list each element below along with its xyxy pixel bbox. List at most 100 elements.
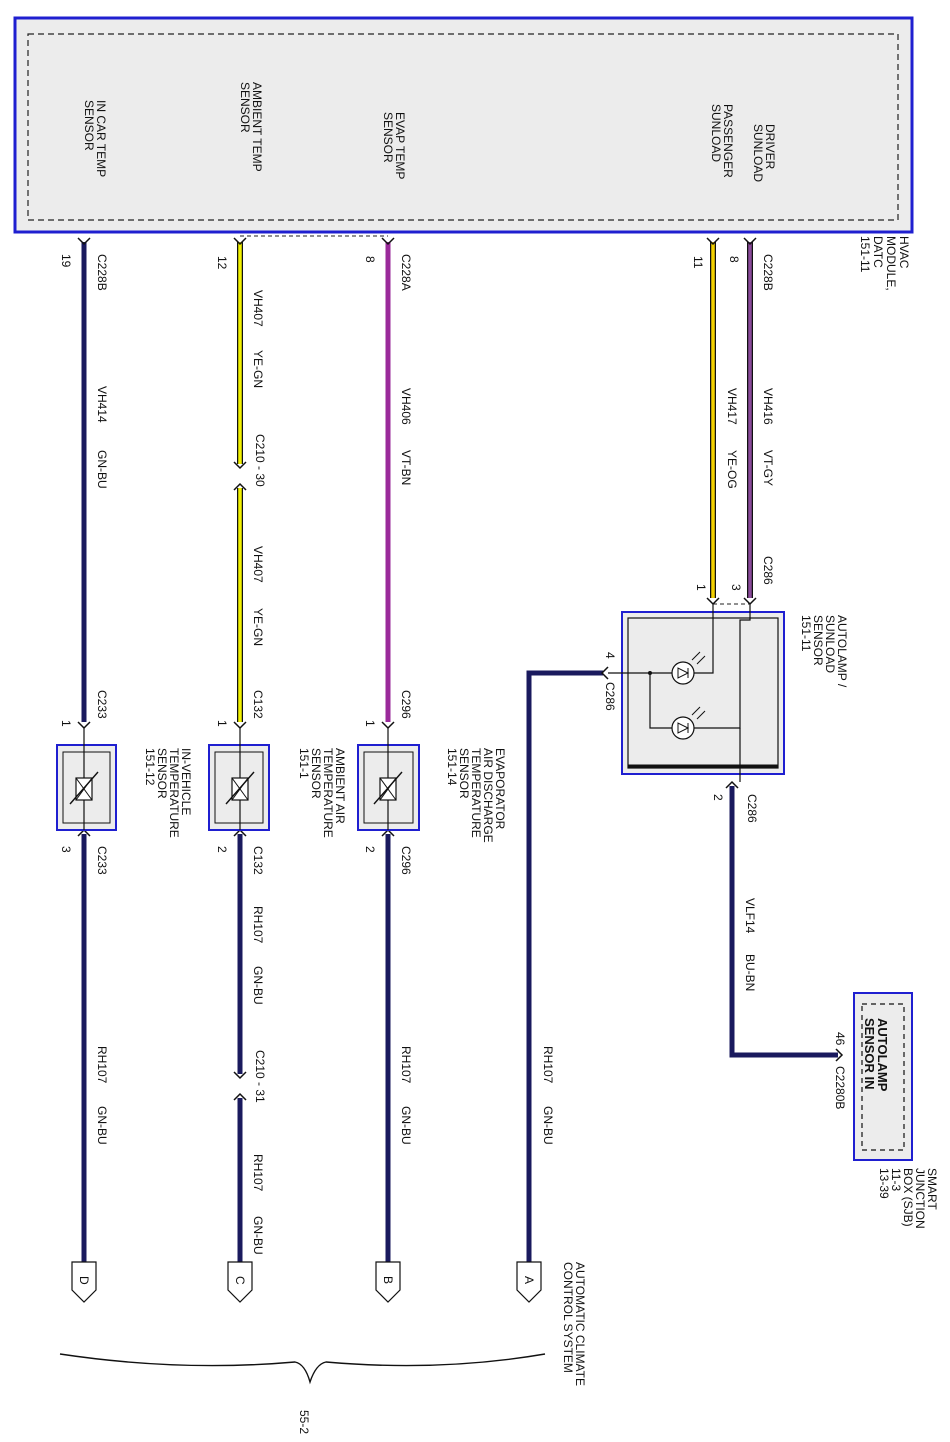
autolamp-sunload-sensor	[608, 604, 785, 782]
svg-text:19: 19	[59, 254, 73, 268]
svg-text:C228B: C228B	[95, 254, 109, 291]
flag-b: B	[375, 1261, 401, 1303]
svg-text:4: 4	[603, 652, 617, 659]
sjb-name-5: 13-39	[877, 1168, 891, 1199]
evaporator-sensor-label: EVAPORATOR AIR DISCHARGE TEMPERATURE SEN…	[445, 748, 507, 843]
svg-text:TEMPERATURE: TEMPERATURE	[167, 748, 181, 838]
svg-text:VT-BN: VT-BN	[399, 450, 413, 485]
connector-chevrons	[77, 237, 844, 1101]
ambient-air-temp-sensor	[208, 728, 270, 831]
brace	[59, 1353, 546, 1385]
svg-text:151-12: 151-12	[143, 748, 157, 786]
svg-text:RH107: RH107	[95, 1046, 109, 1084]
svg-text:GN-BU: GN-BU	[399, 1106, 413, 1145]
svg-text:D: D	[77, 1276, 91, 1285]
svg-text:SUNLOAD: SUNLOAD	[823, 615, 837, 673]
sjb-pin-label-2: SENSOR IN	[862, 1018, 877, 1090]
sjb-pin-label-1: AUTOLAMP	[875, 1018, 890, 1092]
svg-text:VH417: VH417	[725, 388, 739, 425]
sjb-name-4: 11-3	[889, 1168, 903, 1191]
svg-text:RH107: RH107	[251, 906, 265, 944]
svg-text:C132: C132	[251, 690, 265, 719]
sjb-name-3: BOX (SJB)	[901, 1168, 915, 1227]
svg-text:VH414: VH414	[95, 386, 109, 423]
svg-text:SENSOR: SENSOR	[309, 748, 323, 799]
svg-text:RH107: RH107	[251, 1154, 265, 1192]
pin-label-ambient-2: SENSOR	[238, 82, 252, 133]
pin-label-passenger-1: PASSENGER	[721, 104, 735, 178]
svg-text:C228B: C228B	[761, 254, 775, 291]
flag-a: A	[516, 1261, 542, 1303]
hvac-name-1: HVAC	[897, 236, 911, 269]
pin-label-driver-1: DRIVER	[763, 124, 777, 170]
svg-text:GN-BU: GN-BU	[95, 450, 109, 489]
flag-c: C	[227, 1261, 253, 1303]
svg-text:3: 3	[59, 846, 73, 853]
svg-text:C296: C296	[399, 846, 413, 875]
svg-text:C2280B: C2280B	[833, 1066, 847, 1109]
svg-text:C233: C233	[95, 690, 109, 719]
photodiode-icon	[671, 716, 695, 740]
svg-text:C: C	[233, 1276, 247, 1285]
svg-text:YE-GN: YE-GN	[251, 608, 265, 646]
evaporator-temp-sensor	[357, 728, 420, 831]
svg-text:2: 2	[215, 846, 229, 853]
pin-label-ambient-1: AMBIENT TEMP	[250, 82, 264, 172]
pin-label-passenger-2: SUNLOAD	[709, 104, 723, 162]
system-label: AUTOMATIC CLIMATE CONTROL SYSTEM	[561, 1262, 587, 1386]
svg-text:YE-GN: YE-GN	[251, 350, 265, 388]
smart-junction-box: AUTOLAMP SENSOR IN SMART JUNCTION BOX (S…	[853, 992, 939, 1229]
svg-text:AMBIENT AIR: AMBIENT AIR	[333, 748, 347, 824]
svg-text:GN-BU: GN-BU	[251, 1216, 265, 1255]
svg-text:GN-BU: GN-BU	[541, 1106, 555, 1145]
svg-text:2: 2	[711, 794, 725, 801]
svg-text:1: 1	[59, 720, 73, 727]
photodiode-icon	[671, 661, 695, 685]
svg-text:VLF14: VLF14	[743, 898, 757, 934]
wire-rh107-a	[526, 670, 603, 1262]
svg-text:151-11: 151-11	[799, 615, 813, 652]
page-ref: 55-2	[297, 1410, 311, 1434]
svg-text:VH407: VH407	[251, 290, 265, 327]
svg-text:VH407: VH407	[251, 546, 265, 583]
hvac-name-2: MODULE,	[884, 236, 898, 291]
svg-text:12: 12	[215, 256, 229, 270]
svg-text:IN-VEHICLE: IN-VEHICLE	[179, 748, 193, 815]
svg-text:151-1: 151-1	[297, 748, 311, 779]
autolamp-sensor-label: AUTOLAMP / SUNLOAD SENSOR 151-11	[799, 615, 849, 688]
svg-text:VH406: VH406	[399, 388, 413, 425]
svg-text:46: 46	[833, 1032, 847, 1046]
wire-labels: VH414 GN-BU VH407 YE-GN VH407 YE-GN VH40…	[95, 290, 775, 1255]
svg-text:C296: C296	[399, 690, 413, 719]
svg-text:AUTOLAMP /: AUTOLAMP /	[835, 615, 849, 688]
svg-text:BU-BN: BU-BN	[743, 954, 757, 991]
sjb-name-1: SMART	[925, 1168, 939, 1210]
svg-text:TEMPERATURE: TEMPERATURE	[321, 748, 335, 838]
svg-text:C233: C233	[95, 846, 109, 875]
pin-label-in-car-2: SENSOR	[82, 100, 96, 151]
sjb-name-2: JUNCTION	[913, 1168, 927, 1229]
svg-text:1: 1	[363, 720, 377, 727]
pin-label-driver-2: SUNLOAD	[751, 124, 765, 182]
svg-text:GN-BU: GN-BU	[251, 966, 265, 1005]
flag-d: D	[71, 1261, 97, 1303]
svg-text:C132: C132	[251, 846, 265, 875]
pin-label-in-car-1: IN CAR TEMP	[94, 100, 108, 177]
in-vehicle-temp-sensor	[56, 728, 117, 831]
svg-text:C210 - 31: C210 - 31	[253, 1050, 267, 1103]
svg-text:11: 11	[691, 256, 705, 269]
svg-text:C228A: C228A	[399, 254, 413, 291]
svg-text:GN-BU: GN-BU	[95, 1106, 109, 1145]
hvac-module: HVAC MODULE, DATC 151-11 IN CAR TEMP SEN…	[13, 16, 914, 291]
svg-text:SENSOR: SENSOR	[155, 748, 169, 799]
svg-text:A: A	[522, 1276, 536, 1284]
svg-text:VH416: VH416	[761, 388, 775, 425]
hvac-page: 151-11	[858, 236, 872, 273]
svg-text:C286: C286	[603, 682, 617, 711]
svg-text:C286: C286	[745, 794, 759, 823]
svg-text:CONTROL SYSTEM: CONTROL SYSTEM	[561, 1262, 575, 1373]
svg-text:C210 - 30: C210 - 30	[253, 434, 267, 487]
svg-text:EVAPORATOR: EVAPORATOR	[493, 748, 507, 830]
svg-text:AIR DISCHARGE: AIR DISCHARGE	[481, 748, 495, 843]
